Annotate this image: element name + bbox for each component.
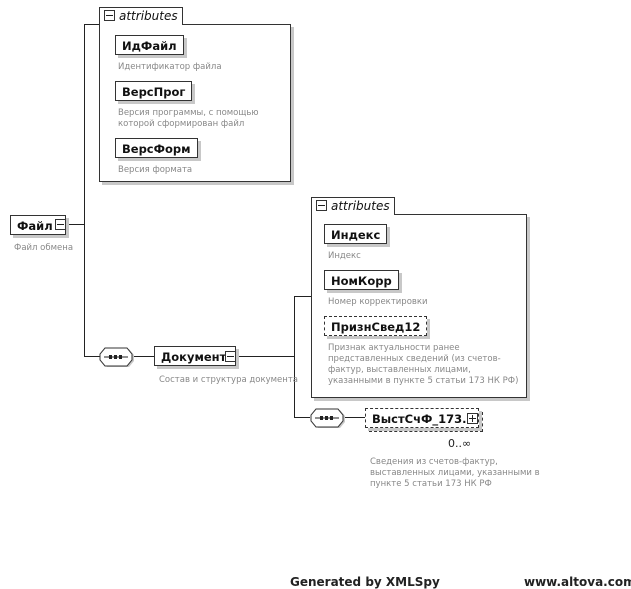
element-file-desc: Файл обмена — [14, 243, 74, 253]
element-file[interactable]: Файл — [10, 215, 66, 235]
generator-label: Generated by XMLSpy — [290, 575, 440, 589]
occurrence-label: 0..∞ — [448, 437, 472, 450]
collapse-icon[interactable] — [225, 351, 236, 362]
site-link[interactable]: www.altova.com — [524, 575, 631, 589]
attribute-index[interactable]: Индекс — [324, 224, 388, 244]
connector-line — [294, 417, 310, 418]
attribute-label: Индекс — [331, 228, 381, 242]
connector-line — [132, 356, 154, 357]
sequence-icon[interactable] — [309, 407, 345, 429]
collapse-icon[interactable] — [316, 200, 327, 211]
element-document-desc: Состав и структура документа — [159, 375, 298, 385]
connector-line — [237, 356, 294, 357]
connector-line — [67, 224, 84, 225]
collapse-icon[interactable] — [104, 10, 115, 21]
collapse-icon[interactable] — [55, 219, 66, 230]
connector-line — [294, 296, 311, 297]
element-vystschf[interactable]: ВыстСчФ_173.5 — [365, 408, 479, 428]
element-document-label: Документ — [161, 350, 227, 364]
attribute-priznsved12[interactable]: ПризнСвед12 — [324, 316, 428, 336]
attributes-tab-file[interactable]: attributes — [99, 7, 183, 25]
attribute-desc: Идентификатор файла — [118, 62, 222, 72]
attribute-label: ИдФайл — [122, 39, 177, 53]
element-vystschf-desc: Сведения из счетов-фактур, выставленных … — [370, 457, 540, 489]
attribute-nomkorr[interactable]: НомКорр — [324, 270, 399, 290]
attributes-panel-document — [311, 214, 527, 398]
attribute-idfile[interactable]: ИдФайл — [115, 35, 184, 55]
connector-line — [343, 417, 365, 418]
attribute-desc: Номер корректировки — [328, 297, 428, 307]
attributes-tab-document[interactable]: attributes — [311, 197, 395, 215]
element-file-label: Файл — [17, 219, 53, 233]
attribute-versprog[interactable]: ВерсПрог — [115, 81, 193, 101]
attribute-label: ВерсПрог — [122, 85, 186, 99]
attribute-desc: Версия программы, с помощью которой сфор… — [118, 108, 259, 129]
attribute-desc: Признак актуальности ранее представленны… — [328, 343, 519, 386]
attribute-label: НомКорр — [331, 274, 392, 288]
attributes-tab-label: attributes — [331, 199, 390, 213]
attribute-desc: Индекс — [328, 251, 361, 261]
connector-line — [84, 24, 85, 357]
connector-line — [84, 356, 100, 357]
expand-icon[interactable] — [467, 413, 478, 424]
sequence-icon[interactable] — [98, 346, 134, 368]
element-document[interactable]: Документ — [154, 346, 236, 366]
attribute-label: ПризнСвед12 — [331, 320, 421, 334]
connector-line — [84, 24, 99, 25]
connector-line — [294, 296, 295, 418]
attribute-versform[interactable]: ВерсФорм — [115, 138, 198, 158]
attributes-tab-label: attributes — [119, 9, 178, 23]
element-vystschf-label: ВыстСчФ_173.5 — [372, 412, 475, 426]
attribute-desc: Версия формата — [118, 165, 193, 175]
attribute-label: ВерсФорм — [122, 142, 191, 156]
